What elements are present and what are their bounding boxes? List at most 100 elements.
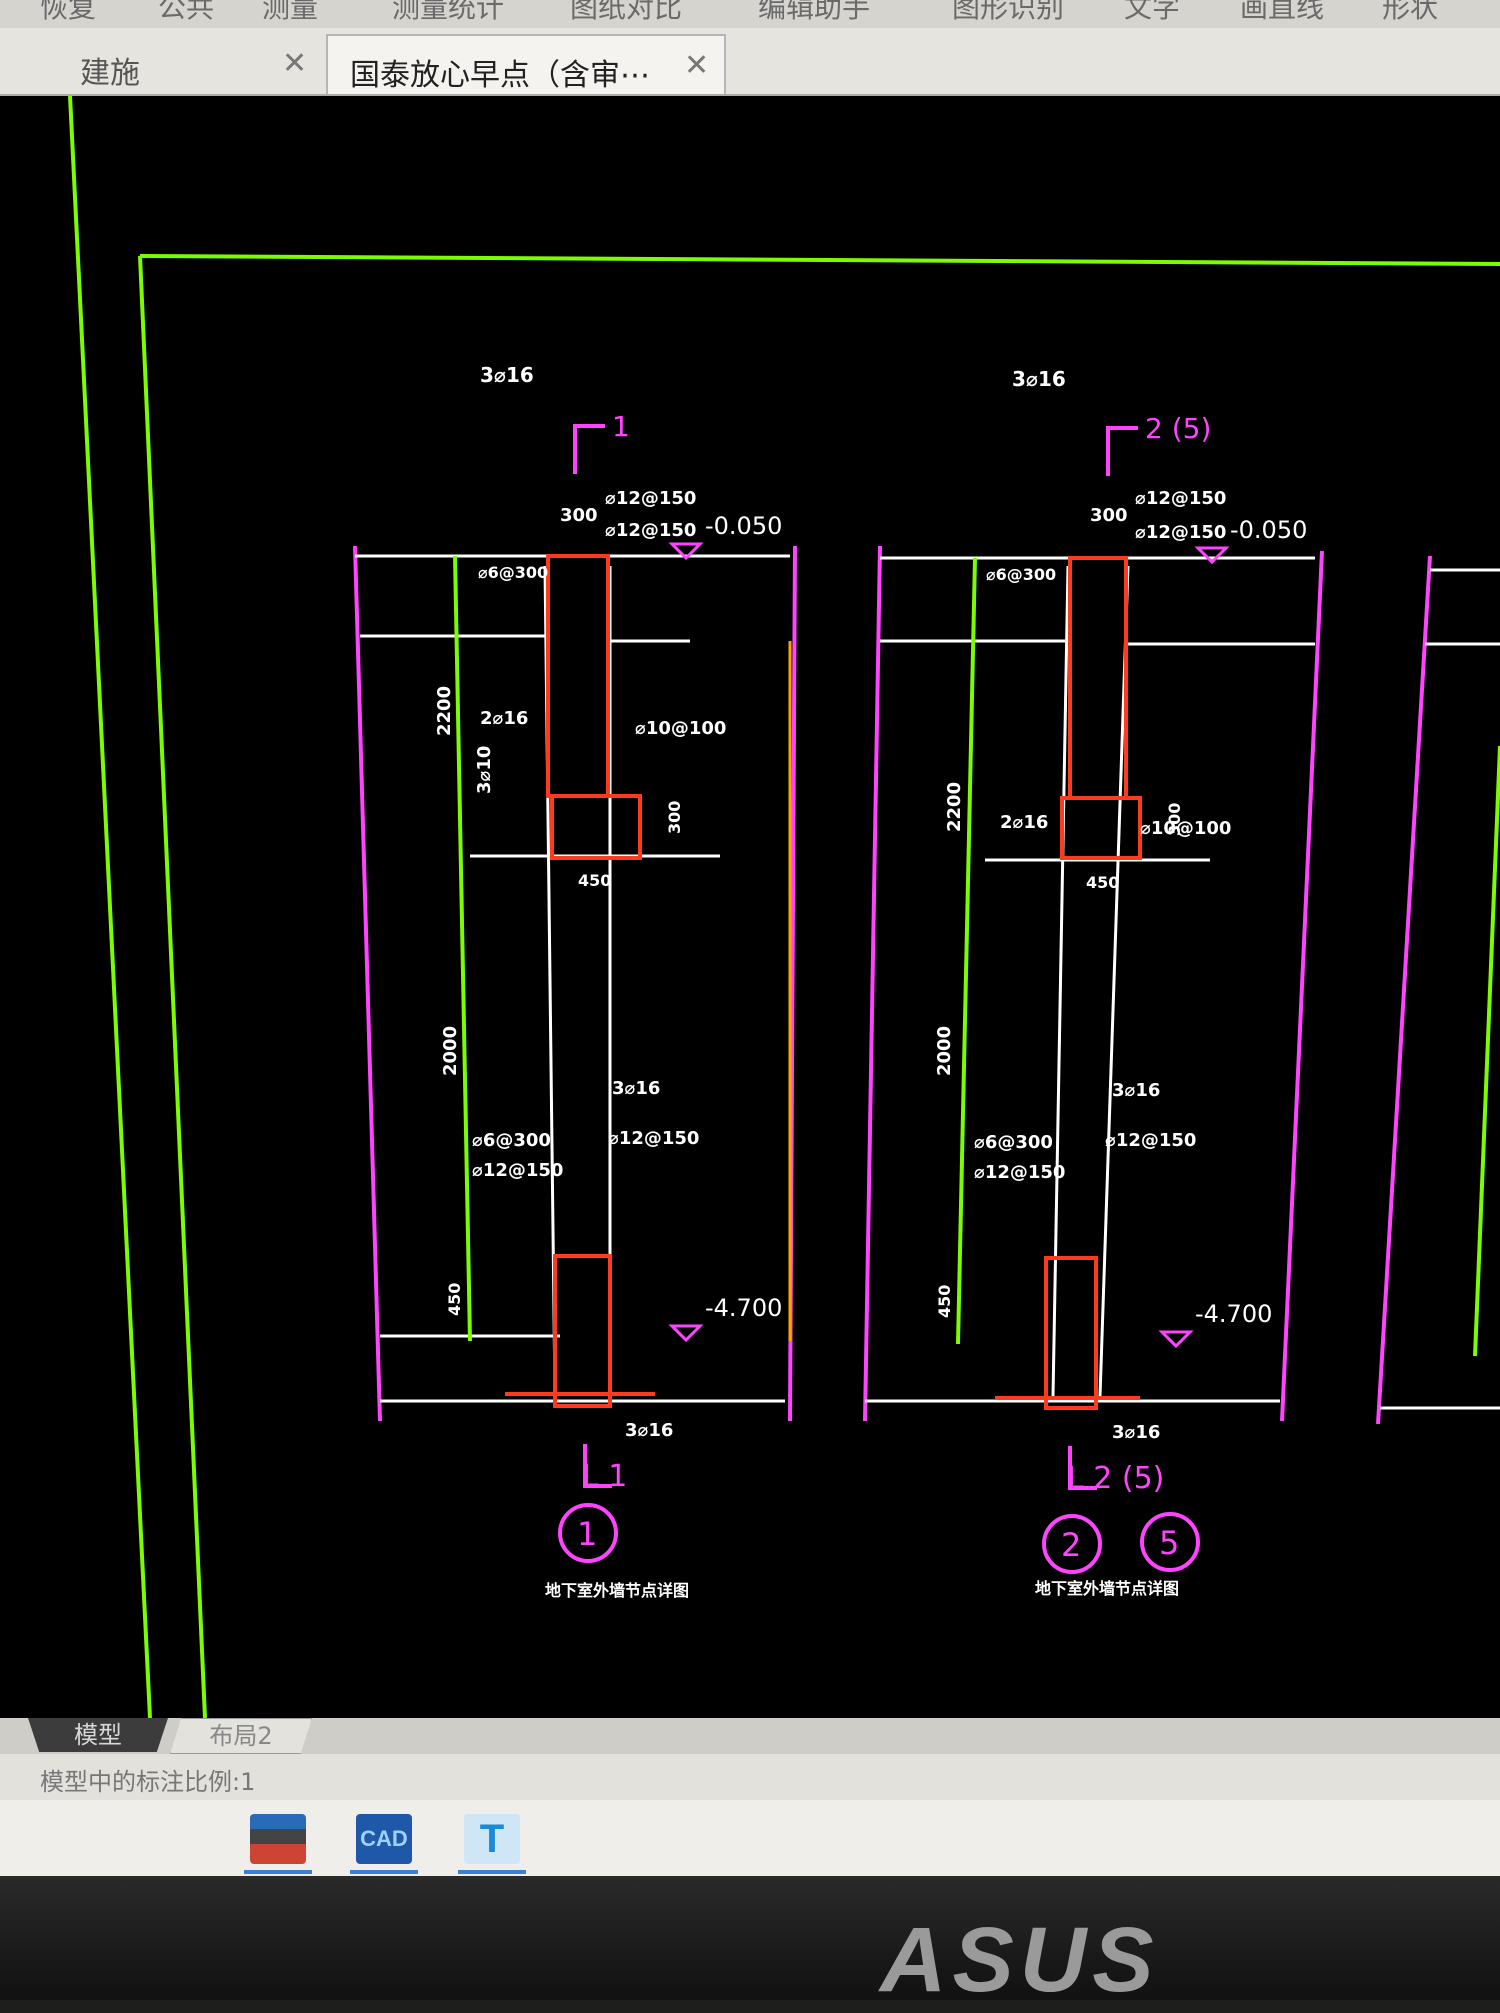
detail-number: 5 bbox=[1159, 1524, 1179, 1562]
monitor-bezel bbox=[0, 1876, 1500, 2000]
section-number: 2 (5) bbox=[1145, 412, 1211, 445]
detail-1: 3⌀16 1 300 ⌀12@150 ⌀12@150 -0.050 ⌀6@3 bbox=[353, 363, 797, 1600]
tab-model[interactable]: 模型 bbox=[28, 1718, 168, 1752]
tab-layout2[interactable]: 布局2 bbox=[170, 1718, 312, 1754]
frame-line-outer bbox=[68, 96, 152, 1718]
wall-line-left bbox=[1376, 555, 1432, 1425]
menu-item-text[interactable]: 文字 bbox=[1124, 0, 1181, 23]
dim-450-low: 450 bbox=[445, 1283, 464, 1316]
detail-circle bbox=[558, 1503, 618, 1563]
beam-mid bbox=[550, 794, 642, 860]
elevation-bottom: -4.700 bbox=[705, 1294, 782, 1322]
dim-phi6-low: ⌀6@300 bbox=[974, 1132, 1053, 1153]
frame-line-top bbox=[139, 254, 1500, 266]
cad-icon[interactable]: CAD bbox=[350, 1814, 418, 1874]
dim-2000: 2000 bbox=[934, 1026, 955, 1076]
dim-phi12-1: ⌀12@150 bbox=[605, 488, 696, 509]
detail-3-partial bbox=[1376, 555, 1500, 1425]
detail-caption: 地下室外墙节点详图 bbox=[1035, 1579, 1179, 1598]
dim-phi12-1: ⌀12@150 bbox=[1135, 488, 1226, 509]
dim-300: 300 bbox=[560, 505, 598, 526]
detail-label: L 1 bbox=[582, 1459, 627, 1494]
menu-item-edit-helper[interactable]: 编辑助手 bbox=[758, 0, 871, 23]
section-number: 1 bbox=[612, 410, 630, 443]
dim-phi12-2: ⌀12@150 bbox=[1135, 522, 1226, 543]
dim-phi12-2: ⌀12@150 bbox=[605, 520, 696, 541]
bottom-rebar-label: 3⌀16 bbox=[1112, 1422, 1160, 1443]
close-icon[interactable]: ✕ bbox=[684, 49, 710, 82]
close-icon[interactable]: ✕ bbox=[282, 47, 308, 80]
tab-label: 国泰放心早点（含审⋯ bbox=[350, 58, 650, 93]
section-mark-bottom bbox=[583, 1444, 612, 1488]
wall-face-right bbox=[1098, 565, 1130, 1397]
dim-phi12-low: ⌀12@150 bbox=[1105, 1130, 1196, 1151]
tab-guotai[interactable]: 国泰放心早点（含审⋯ ✕ bbox=[326, 34, 726, 94]
detail-circle-5 bbox=[1140, 1512, 1200, 1572]
dim-phi12-low: ⌀12@150 bbox=[608, 1128, 699, 1149]
menu-item-measure-stats[interactable]: 测量统计 bbox=[392, 0, 505, 23]
section-mark-top bbox=[573, 424, 605, 474]
elevation-top: -0.050 bbox=[1230, 516, 1307, 544]
dim-2200: 2200 bbox=[944, 782, 965, 832]
detail-2: 3⌀16 2 (5) 300 ⌀12@150 ⌀12@150 -0.050 ⌀6… bbox=[863, 367, 1324, 1598]
section-mark-bottom bbox=[1068, 1446, 1097, 1490]
dim-phi10: ⌀10@100 bbox=[1140, 818, 1231, 839]
detail-number: 1 bbox=[577, 1515, 597, 1553]
elevation-marker-bottom bbox=[1158, 1330, 1194, 1349]
menu-item-compare[interactable]: 图纸对比 bbox=[570, 0, 683, 23]
elevation-marker bbox=[668, 542, 704, 561]
rebar-green bbox=[1473, 745, 1500, 1357]
wall-line-right bbox=[1280, 550, 1324, 1422]
wall-face-left bbox=[1051, 565, 1070, 1397]
taskbar: CAD T bbox=[0, 1800, 1500, 1876]
dim-300-side: 300 bbox=[1165, 803, 1184, 836]
dim-300: 300 bbox=[1090, 505, 1128, 526]
dim-phi12-low2: ⌀12@150 bbox=[472, 1160, 563, 1181]
rebar-green bbox=[956, 557, 977, 1345]
frame-line-inner bbox=[138, 255, 207, 1718]
dim-2phi16: 2⌀16 bbox=[1000, 812, 1048, 833]
brand-logo: ASUS bbox=[880, 1909, 1160, 2011]
dim-3phi10: 3⌀10 bbox=[474, 746, 495, 794]
menu-item-restore[interactable]: 恢复 bbox=[40, 0, 97, 23]
elevation-bottom: -4.700 bbox=[1195, 1300, 1272, 1328]
dim-2000: 2000 bbox=[440, 1026, 461, 1076]
menu-item-measure[interactable]: 测量 bbox=[262, 0, 319, 23]
beam-top bbox=[1068, 556, 1128, 800]
detail-number: 2 bbox=[1061, 1526, 1081, 1564]
dim-3phi16: 3⌀16 bbox=[1112, 1080, 1160, 1101]
top-rebar-label: 3⌀16 bbox=[1012, 367, 1066, 391]
tab-jianshi[interactable]: 建施 ✕ bbox=[0, 34, 322, 94]
dim-450: 450 bbox=[578, 871, 611, 890]
elevation-top: -0.050 bbox=[705, 512, 782, 540]
detail-label: L 2 (5) bbox=[1067, 1461, 1164, 1496]
menu-item-recognize[interactable]: 图形识别 bbox=[952, 0, 1065, 23]
tab-label: 建施 bbox=[80, 56, 140, 91]
menu-bar: 恢复 公共 测量 测量统计 图纸对比 编辑助手 图形识别 文字 画直线 形状 bbox=[0, 0, 1500, 28]
dim-2200: 2200 bbox=[434, 686, 455, 736]
elevation-marker-bottom bbox=[668, 1324, 704, 1343]
dim-450: 450 bbox=[1086, 873, 1119, 892]
document-tab-bar: 建施 ✕ 国泰放心早点（含审⋯ ✕ bbox=[0, 28, 1500, 96]
winrar-icon[interactable] bbox=[244, 1814, 312, 1874]
annotation-scale-text: 模型中的标注比例:1 bbox=[40, 1768, 256, 1796]
bottom-rebar-label: 3⌀16 bbox=[625, 1420, 673, 1441]
beam-bottom bbox=[1044, 1256, 1098, 1410]
beam-bottom bbox=[553, 1254, 612, 1408]
menu-item-shape[interactable]: 形状 bbox=[1382, 0, 1439, 23]
cad-drawing-canvas[interactable]: 3⌀16 1 300 ⌀12@150 ⌀12@150 -0.050 ⌀6@3 bbox=[0, 96, 1500, 1718]
dim-phi12-low2: ⌀12@150 bbox=[974, 1162, 1065, 1183]
dim-phi6: ⌀6@300 bbox=[986, 565, 1056, 584]
dim-phi6: ⌀6@300 bbox=[478, 563, 548, 582]
beam-top bbox=[546, 554, 610, 798]
detail-circle-2 bbox=[1042, 1514, 1102, 1574]
rebar-green bbox=[453, 555, 472, 1342]
layout-tab-bar: 模型 布局2 bbox=[0, 1718, 1500, 1754]
dim-3phi16: 3⌀16 bbox=[612, 1078, 660, 1099]
dim-300-side: 300 bbox=[665, 801, 684, 834]
menu-item-common[interactable]: 公共 bbox=[158, 0, 215, 23]
dim-phi6-low: ⌀6@300 bbox=[472, 1130, 551, 1151]
text-editor-icon[interactable]: T bbox=[458, 1814, 526, 1874]
beam-mid bbox=[1060, 796, 1142, 860]
menu-item-line[interactable]: 画直线 bbox=[1240, 0, 1325, 23]
